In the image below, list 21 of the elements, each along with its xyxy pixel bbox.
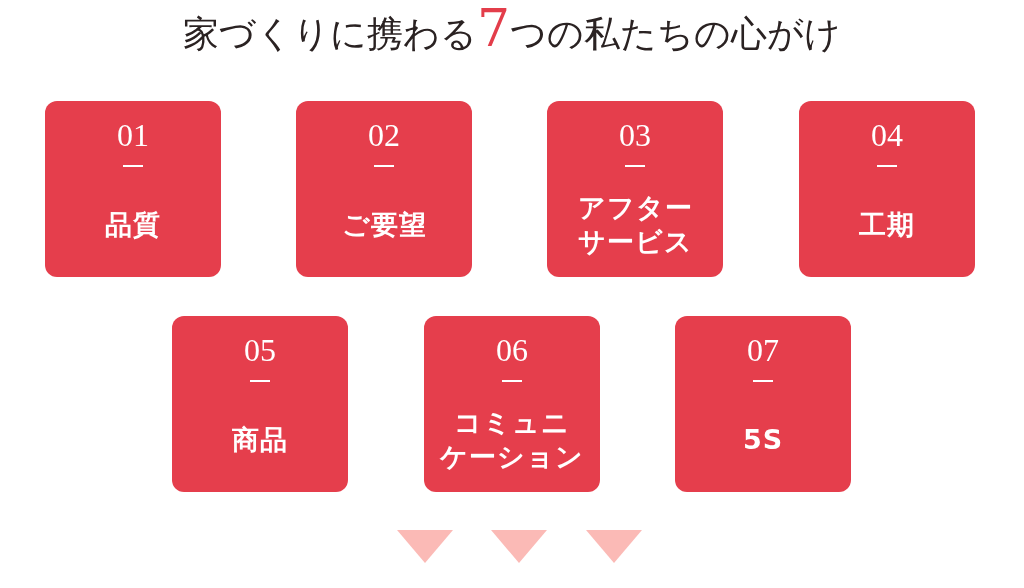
card-title: アフターサービス <box>577 191 693 259</box>
card-title: 5S <box>742 423 784 457</box>
card <box>296 101 472 277</box>
card-number: 07 <box>746 332 780 368</box>
card-title: 品質 <box>105 208 161 242</box>
card-title: ご要望 <box>341 208 427 242</box>
card <box>675 316 851 492</box>
card-title: コミュニケーション <box>440 406 584 474</box>
card-number: 02 <box>367 117 401 153</box>
card <box>547 101 723 277</box>
card-number: 06 <box>495 332 529 368</box>
card <box>424 316 600 492</box>
card-number: 03 <box>618 117 652 153</box>
card-number: 01 <box>116 117 150 153</box>
card-title: 商品 <box>232 423 288 457</box>
card-title: 工期 <box>859 208 915 242</box>
card <box>799 101 975 277</box>
card-number: 05 <box>243 332 277 368</box>
card <box>45 101 221 277</box>
card-number: 04 <box>870 117 904 153</box>
card <box>172 316 348 492</box>
